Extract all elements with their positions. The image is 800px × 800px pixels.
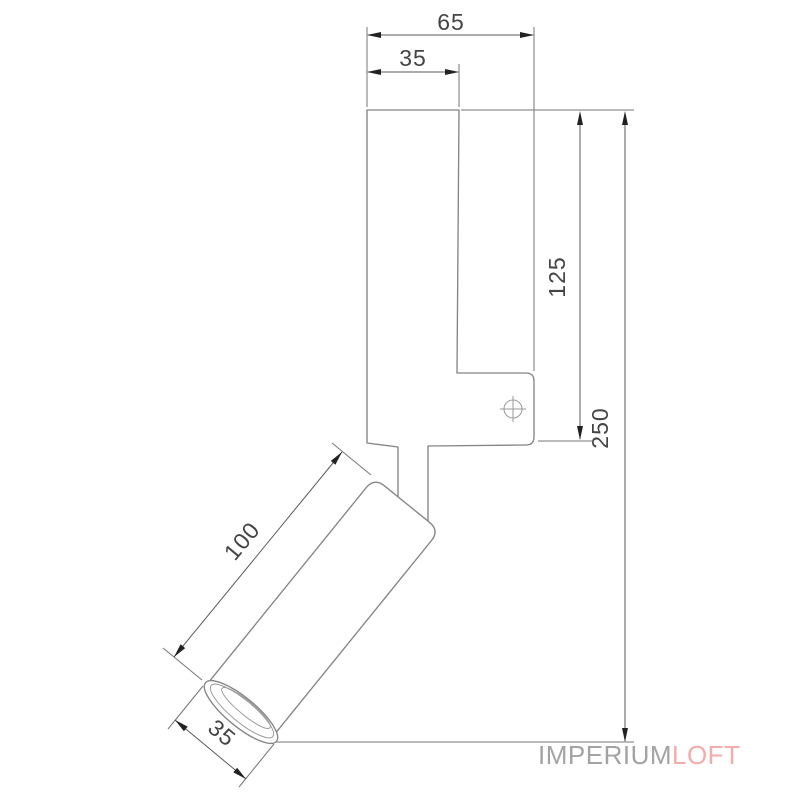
dimension-line-35-bottom (174, 719, 247, 780)
extension-line-diameter-right (238, 743, 275, 788)
extension-line-spot-top (331, 442, 372, 476)
arrowhead-bottom (577, 426, 583, 440)
arrowhead-right (520, 32, 534, 38)
watermark-imperium: IMPERIUM (538, 740, 672, 770)
dimension-bracket-total-width: 65 (367, 9, 534, 38)
dimension-bracket-lower-height: 125 (544, 111, 583, 440)
dimension-bracket-plate-width: 35 (367, 45, 459, 75)
wall-bracket (366, 109, 535, 522)
arrowhead-left (367, 69, 381, 75)
arrowhead-top (622, 111, 628, 125)
arrowhead-right (233, 767, 246, 779)
arrowhead-bottom (622, 728, 628, 742)
dimension-overall-height: 250 (587, 111, 628, 742)
watermark-loft: LOFT (672, 740, 740, 770)
arrowhead-left (175, 720, 188, 732)
spot-cylinder (203, 481, 436, 745)
spot-opening-outer-rim (203, 679, 279, 745)
dimension-line-100 (173, 451, 343, 658)
extension-line-spot-bottom (162, 647, 203, 681)
spot-opening-bore (221, 687, 271, 729)
arrowhead-top (330, 452, 342, 465)
screw-icon (500, 396, 526, 422)
wall-bracket-outline (366, 109, 535, 522)
watermark-text: IMPERIUMLOFT (538, 740, 740, 770)
spot-cylinder-body (203, 481, 436, 742)
dimension-value-100: 100 (219, 517, 266, 565)
spot-opening-inner-rim (209, 683, 275, 739)
watermark: IMPERIUMLOFT (538, 740, 740, 770)
dimension-value-35-top: 35 (399, 45, 427, 71)
extension-line-diameter-left (167, 685, 204, 730)
dimension-value-250: 250 (587, 407, 613, 448)
arrowhead-left (367, 32, 381, 38)
dimension-value-125: 125 (544, 256, 570, 297)
spot-opening (203, 679, 279, 745)
arrowhead-bottom (174, 644, 186, 657)
arrowhead-right (445, 69, 459, 75)
dimension-value-65: 65 (437, 9, 465, 35)
arrowhead-top (577, 111, 583, 125)
extension-lines (162, 27, 634, 788)
